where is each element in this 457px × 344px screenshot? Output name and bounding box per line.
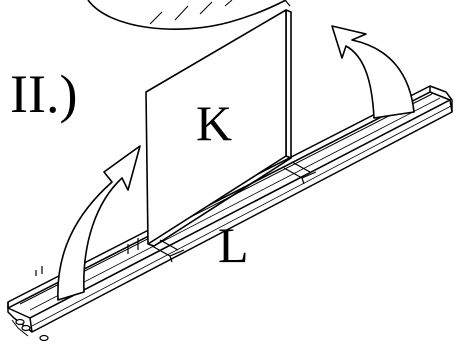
rail-joints <box>35 161 317 276</box>
panel-k <box>145 9 292 247</box>
rail-end-pegs <box>15 318 49 342</box>
detail-callout-circle <box>87 0 291 30</box>
curved-up-arrow-icon <box>57 145 141 301</box>
base-rail <box>7 85 453 337</box>
curved-up-arrow-icon <box>331 25 415 119</box>
panel-label: K <box>196 95 232 151</box>
step-label: II.) <box>10 64 77 124</box>
rail-label: L <box>218 217 249 273</box>
